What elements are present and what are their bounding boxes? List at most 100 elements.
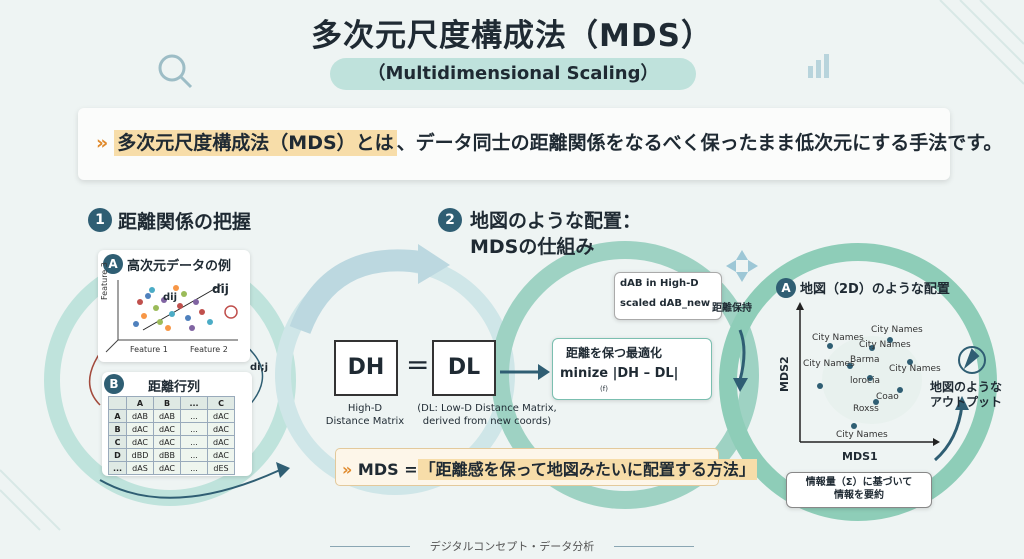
- bar-chart-icon: [808, 54, 829, 78]
- card-a-badge: A: [103, 254, 123, 274]
- info-line2: 情報を要約: [834, 490, 884, 501]
- scatter-3d-plot: [105, 280, 238, 353]
- mds-map-plot: [796, 302, 940, 446]
- formula-arrow-head: [538, 364, 550, 380]
- distance-callout: [614, 272, 722, 320]
- section2-title-line2: MDSの仕組み: [470, 236, 595, 258]
- info-summary-box: [786, 472, 932, 508]
- matrix-cell: dBB: [153, 448, 181, 462]
- axis-feature1: Feature 1: [130, 345, 168, 354]
- dl-caption: (DL: Low-D Distance Matrix, derived from…: [412, 402, 562, 428]
- connector-arrow-bottom: [99, 469, 281, 499]
- magnifier-icon: [158, 54, 193, 89]
- matrix-cell: ...: [180, 409, 208, 423]
- section3-title: 地図（2D）のような配置: [800, 282, 950, 297]
- dl-symbol: DL: [447, 355, 481, 380]
- compass-icon: [958, 346, 986, 374]
- dl-matrix-box: DL: [432, 340, 496, 396]
- dh-caption-2: Distance Matrix: [325, 416, 405, 427]
- matrix-cell: dES: [207, 461, 235, 475]
- dh-symbol: DH: [347, 355, 385, 380]
- dl-caption-2: derived from new coords): [422, 416, 552, 427]
- map-city: Coao: [876, 392, 899, 402]
- map-city: City Names: [871, 325, 923, 335]
- matrix-cell: B: [108, 422, 127, 436]
- matrix-cell: C: [207, 396, 235, 410]
- footer-line-left: [330, 546, 410, 547]
- matrix-cell: ...: [180, 448, 208, 462]
- map-city: City Names: [803, 359, 855, 369]
- card-b-badge: B: [104, 374, 124, 394]
- matrix-cell: dAC: [207, 435, 235, 449]
- output-arrow: [934, 404, 964, 462]
- matrix-cell: ...: [180, 461, 208, 475]
- callout-line2: scaled dAB_new: [620, 298, 711, 309]
- map-city: City Names: [859, 340, 911, 350]
- mds-summary: » MDS =「距離感を保って地図みたいに配置する方法」: [342, 456, 757, 480]
- definition-text: »多次元尺度構成法（MDS）とは、データ同士の距離関係をなるべく保ったまま低次元…: [96, 128, 1003, 156]
- matrix-row: B dAC dAC ... dAC: [108, 422, 235, 436]
- map-city: City Names: [889, 364, 941, 374]
- page-title: 多次元尺度構成法（MDS）: [311, 18, 713, 54]
- dij-label-big: dij: [212, 282, 229, 296]
- definition-rest: 、データ同士の距離関係をなるべく保ったまま低次元にする手法です。: [396, 132, 1003, 154]
- dh-caption: High-D Distance Matrix: [320, 402, 410, 428]
- optimization-box: [552, 338, 712, 400]
- center-cycle-ring: [491, 241, 759, 509]
- matrix-row: A dAB dAB ... dAC: [108, 409, 235, 423]
- section3-badge: A: [776, 278, 796, 298]
- map-points: [817, 337, 913, 429]
- flow-arrow-right: [738, 329, 746, 381]
- corner-stripes: [0, 0, 1024, 531]
- dh-caption-1: High-D: [347, 403, 383, 414]
- matrix-cell: dBD: [126, 448, 154, 462]
- footer-text: デジタルコンセプト・データ分析: [429, 540, 595, 553]
- output-arrow-head: [955, 396, 969, 410]
- flow-arrow-right-head: [733, 378, 748, 392]
- output-label: 地図のような アウトプット: [930, 380, 1002, 410]
- matrix-row: ... dAS dAC ... dES: [108, 461, 235, 475]
- card-a-label: 高次元データの例: [127, 259, 232, 274]
- optimization-sub: (f): [600, 385, 608, 393]
- right-cycle-ring: [719, 243, 997, 521]
- section2-title-line1: 地図のような配置：: [470, 210, 642, 232]
- callout-keep: 距離保持: [712, 303, 752, 314]
- matrix-cell: dAC: [153, 435, 181, 449]
- section1-title: 距離関係の把握: [118, 211, 252, 233]
- info-summary-text: 情報量（Σ）に基づいて 情報を要約: [792, 476, 926, 502]
- map-y-label: MDS2: [778, 356, 791, 392]
- distance-matrix-table: A B ... C A dAB dAB ... dAC B dAC dAC ..…: [108, 396, 235, 475]
- matrix-cell: C: [108, 435, 127, 449]
- move-arrows-icon: [726, 250, 758, 282]
- connector-arrow-bottom-head: [276, 462, 290, 478]
- card-b-label: 距離行列: [148, 380, 201, 395]
- axis-feature3: Feature 3: [100, 262, 109, 300]
- map-city: Barma: [850, 355, 880, 365]
- optimization-formula: minize |DH – DL|: [560, 366, 679, 381]
- map-city: City Names: [812, 333, 864, 343]
- matrix-cell: A: [108, 409, 127, 423]
- info-line1: 情報量（Σ）に基づいて: [805, 477, 913, 488]
- matrix-cell: dAC: [126, 435, 154, 449]
- matrix-cell: D: [108, 448, 127, 462]
- matrix-cell: A: [126, 396, 154, 410]
- dij-label-side: di;j: [250, 362, 269, 373]
- refresh-icon: [224, 305, 238, 319]
- matrix-cell: dAC: [126, 422, 154, 436]
- optimization-title: 距離を保つ最適化: [566, 346, 663, 360]
- definition-highlight: 多次元尺度構成法（MDS）とは: [114, 130, 397, 156]
- section1-number: 1: [88, 208, 112, 232]
- axis-feature2: Feature 2: [190, 345, 228, 354]
- chevron-right-icon: »: [342, 460, 353, 479]
- matrix-cell: ...: [108, 461, 127, 475]
- map-city: lorocia: [850, 376, 880, 386]
- dl-caption-1: (DL: Low-D Distance Matrix,: [417, 403, 557, 414]
- output-line2: アウトプット: [930, 395, 1003, 409]
- high-dim-data-card: [98, 250, 250, 362]
- flow-arrow-top: [289, 249, 422, 335]
- page-subtitle: （Multidimensional Scaling）: [330, 58, 696, 90]
- mds-label: MDS =: [357, 460, 418, 479]
- map-city: City Names: [836, 430, 888, 440]
- callout-line1: dAB in High-D: [620, 278, 699, 289]
- matrix-cell: ...: [180, 422, 208, 436]
